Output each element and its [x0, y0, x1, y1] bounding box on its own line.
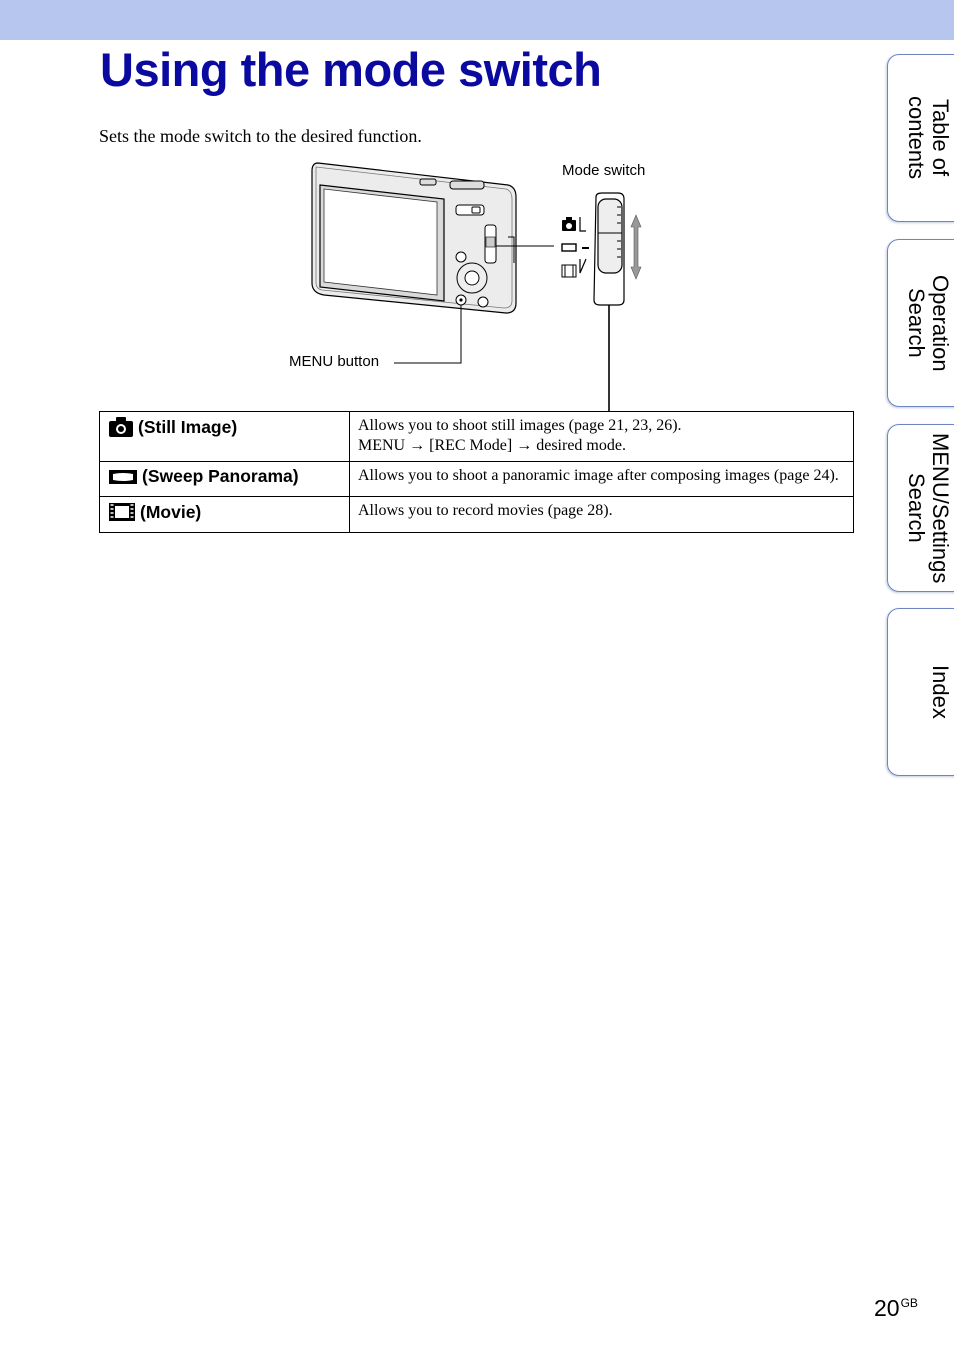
table-row: (Movie) Allows you to record movies (pag…: [99, 496, 854, 533]
description-line: Allows you to record movies (page 28).: [358, 502, 613, 519]
table-row: (Sweep Panorama) Allows you to shoot a p…: [99, 461, 854, 497]
mode-name: (Movie): [140, 502, 202, 522]
tab-label: Table of contents: [904, 96, 953, 180]
tab-menu-settings-search[interactable]: MENU/Settings Search: [887, 424, 954, 592]
tab-label: MENU/Settings Search: [904, 432, 953, 584]
table-row: (Still Image) Allows you to shoot still …: [99, 411, 854, 462]
camera-figure: Mode switch MENU button: [280, 155, 680, 415]
page-number-value: 20: [874, 1295, 900, 1321]
mode-cell: (Movie): [99, 496, 350, 533]
movie-icon: [108, 501, 136, 527]
mode-cell: (Still Image): [99, 411, 350, 462]
page-title: Using the mode switch: [100, 43, 602, 96]
intro-text: Sets the mode switch to the desired func…: [99, 126, 422, 146]
camera-illustration: [311, 162, 642, 411]
mode-cell: (Sweep Panorama): [99, 461, 350, 497]
camera-icon: [108, 416, 134, 442]
mode-name: (Sweep Panorama): [142, 466, 299, 486]
header-band: [0, 0, 954, 40]
mode-table: (Still Image) Allows you to shoot still …: [99, 411, 854, 533]
tab-operation-search[interactable]: Operation Search: [887, 239, 954, 407]
mode-description: Allows you to shoot still images (page 2…: [349, 411, 854, 462]
tab-label: Index: [928, 665, 953, 719]
mode-description: Allows you to shoot a panoramic image af…: [349, 461, 854, 497]
tab-table-of-contents[interactable]: Table of contents: [887, 54, 954, 222]
mode-name: (Still Image): [138, 417, 238, 437]
tab-index[interactable]: Index: [887, 608, 954, 776]
tab-label: Operation Search: [904, 274, 953, 372]
description-line: Allows you to shoot still images (page 2…: [358, 417, 682, 434]
page-suffix: GB: [900, 1296, 918, 1310]
mode-switch-label: Mode switch: [562, 162, 646, 179]
page-number: 20GB: [874, 1289, 918, 1322]
description-line: MENU → [REC Mode] → desired mode.: [358, 437, 626, 454]
panorama-icon: [108, 467, 138, 491]
menu-button-label: MENU button: [289, 353, 380, 370]
description-line: Allows you to shoot a panoramic image af…: [358, 467, 839, 484]
mode-description: Allows you to record movies (page 28).: [349, 496, 854, 533]
